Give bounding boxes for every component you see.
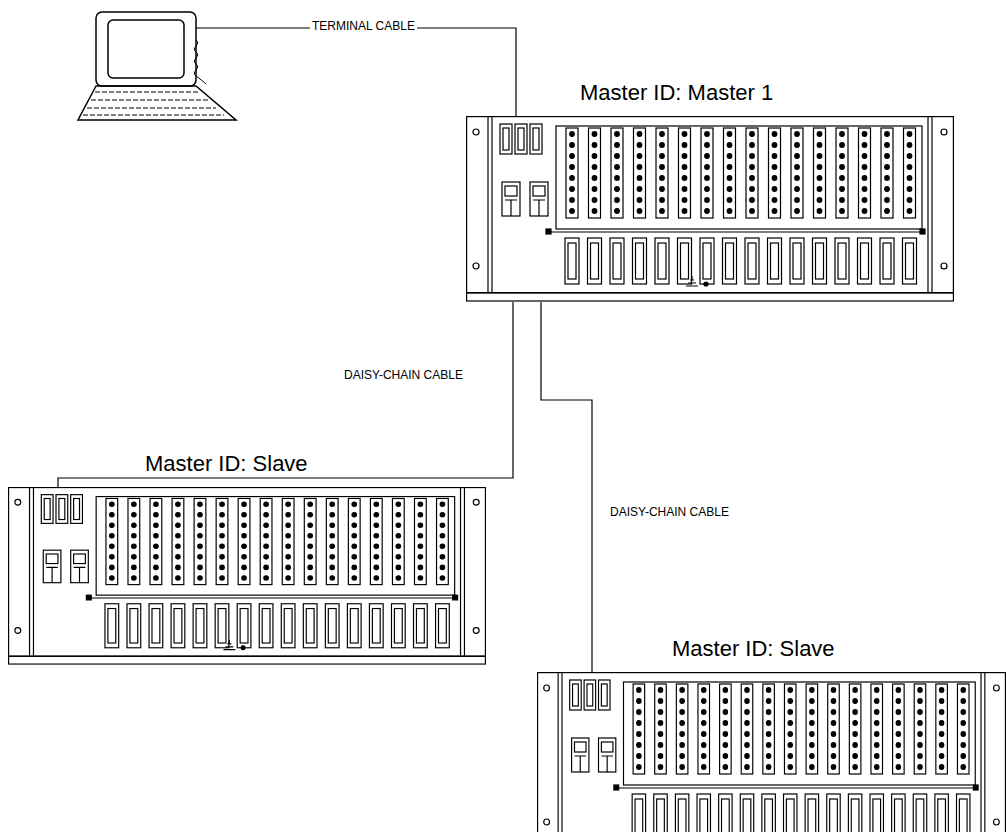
- unit-heading: Master ID: Master 1: [580, 80, 773, 106]
- unit-heading: Master ID: Slave: [145, 451, 308, 477]
- cable-line: [58, 302, 513, 487]
- rack-unit-box: Master ID: Master 1: [466, 116, 954, 302]
- daisy-chain-cable: [541, 302, 592, 672]
- rack-unit-box: Master ID: Slave: [8, 487, 486, 665]
- unit-heading: Master ID: Slave: [672, 636, 835, 662]
- rack-unit: [537, 672, 1006, 832]
- rack-unit: [466, 116, 954, 302]
- rack-unit-box: Master ID: Slave: [537, 672, 1006, 832]
- daisy-chain-cable: [58, 302, 513, 487]
- cable-line: [541, 302, 592, 672]
- cable-label: DAISY-CHAIN CABLE: [342, 368, 465, 382]
- rack-unit: [8, 487, 486, 665]
- cable-label: TERMINAL CABLE: [310, 19, 417, 33]
- cable-label: DAISY-CHAIN CABLE: [608, 505, 731, 519]
